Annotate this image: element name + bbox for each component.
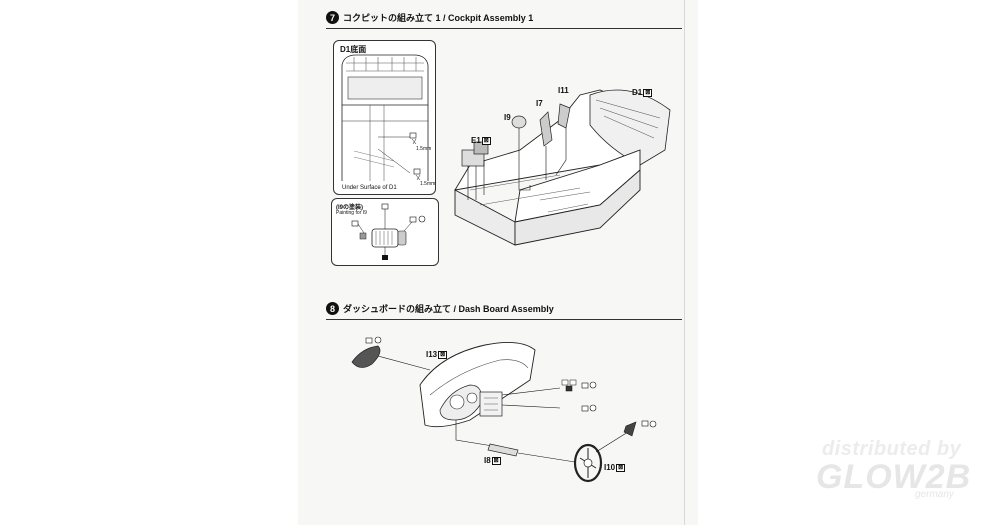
part-e1-text: E1 (471, 136, 481, 145)
part-i10-text: I10 (604, 463, 616, 472)
part-label-i10: I10⊠ (604, 463, 626, 472)
e1-sprue-icon: ⊠ (481, 136, 491, 145)
step-8-number: 8 (326, 302, 339, 315)
part-label-d1: D1⊠ (632, 88, 653, 97)
part-label-i11: I11 (558, 86, 569, 95)
watermark-distributed-by: distributed by (822, 438, 962, 460)
part-label-i7: I7 (536, 99, 543, 108)
d1-underside-caption: Under Surface of D1 (342, 185, 397, 191)
part-i13-text: I13 (426, 350, 438, 359)
d1-underside-title: D1底面 (340, 45, 367, 54)
step-7-number: 7 (326, 11, 339, 24)
i9-painting-subtitle: Painting for I9 (336, 210, 367, 216)
drill-label-1: 1.5mm (416, 146, 432, 152)
d1-underside-panel: D1底面 1.5mm 1.5mm Under Surface of D1 (333, 40, 436, 195)
part-i8-text: I8 (484, 456, 491, 465)
i10-sprue-icon: ⊠ (616, 463, 626, 472)
drill-label-2: 1.5mm (420, 181, 436, 187)
step-8-heading: 8 ダッシュボードの組み立て / Dash Board Assembly (326, 302, 554, 315)
step-7-title: コクピットの組み立て 1 / Cockpit Assembly 1 (343, 13, 534, 23)
i8-sprue-icon: ⊠ (491, 456, 501, 465)
watermark-logo: GLOW2B (816, 458, 972, 496)
step-8-rule (326, 319, 682, 320)
i13-sprue-icon: ⊠ (438, 350, 448, 359)
part-label-i9: I9 (504, 113, 511, 122)
part-label-i13: I13⊠ (426, 350, 448, 359)
d1-underside-drawing (341, 54, 429, 181)
d1-sprue-icon: ⊠ (643, 88, 653, 97)
i9-painting-panel: (I9の塗装) Painting for I9 (331, 198, 439, 266)
step-8-title: ダッシュボードの組み立て / Dash Board Assembly (343, 304, 554, 314)
part-label-e1: E1⊠ (471, 136, 491, 145)
part-label-i8: I8⊠ (484, 456, 501, 465)
i9-painting-title: (I9の塗装) (336, 205, 364, 211)
step-7-rule (326, 28, 682, 29)
step-7-heading: 7 コクピットの組み立て 1 / Cockpit Assembly 1 (326, 11, 533, 24)
i9-painting-drawing (351, 203, 426, 260)
sheet-edge (684, 0, 685, 525)
part-d1-text: D1 (632, 88, 643, 97)
watermark-germany: germany (915, 489, 954, 500)
